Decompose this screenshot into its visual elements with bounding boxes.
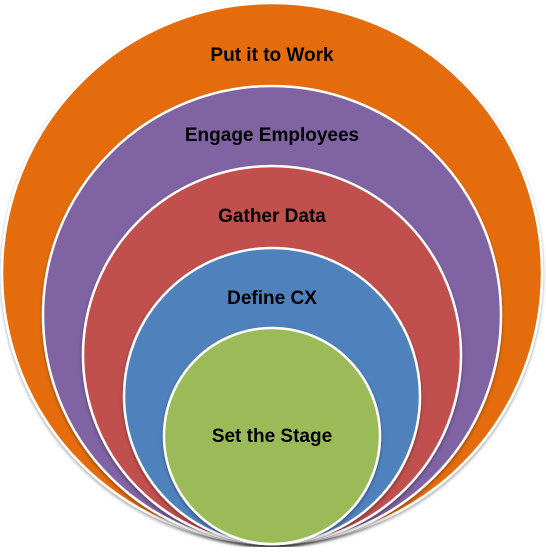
layer-label-gather-data: Gather Data	[218, 206, 326, 227]
layer-label-engage-employees: Engage Employees	[185, 125, 359, 146]
layer-label-define-cx: Define CX	[227, 288, 317, 309]
layer-label-set-the-stage: Set the Stage	[212, 426, 332, 447]
layer-label-put-it-to-work: Put it to Work	[210, 45, 334, 66]
layer-set-the-stage: Set the Stage	[162, 326, 382, 546]
layer-circle-set-the-stage	[162, 326, 382, 546]
